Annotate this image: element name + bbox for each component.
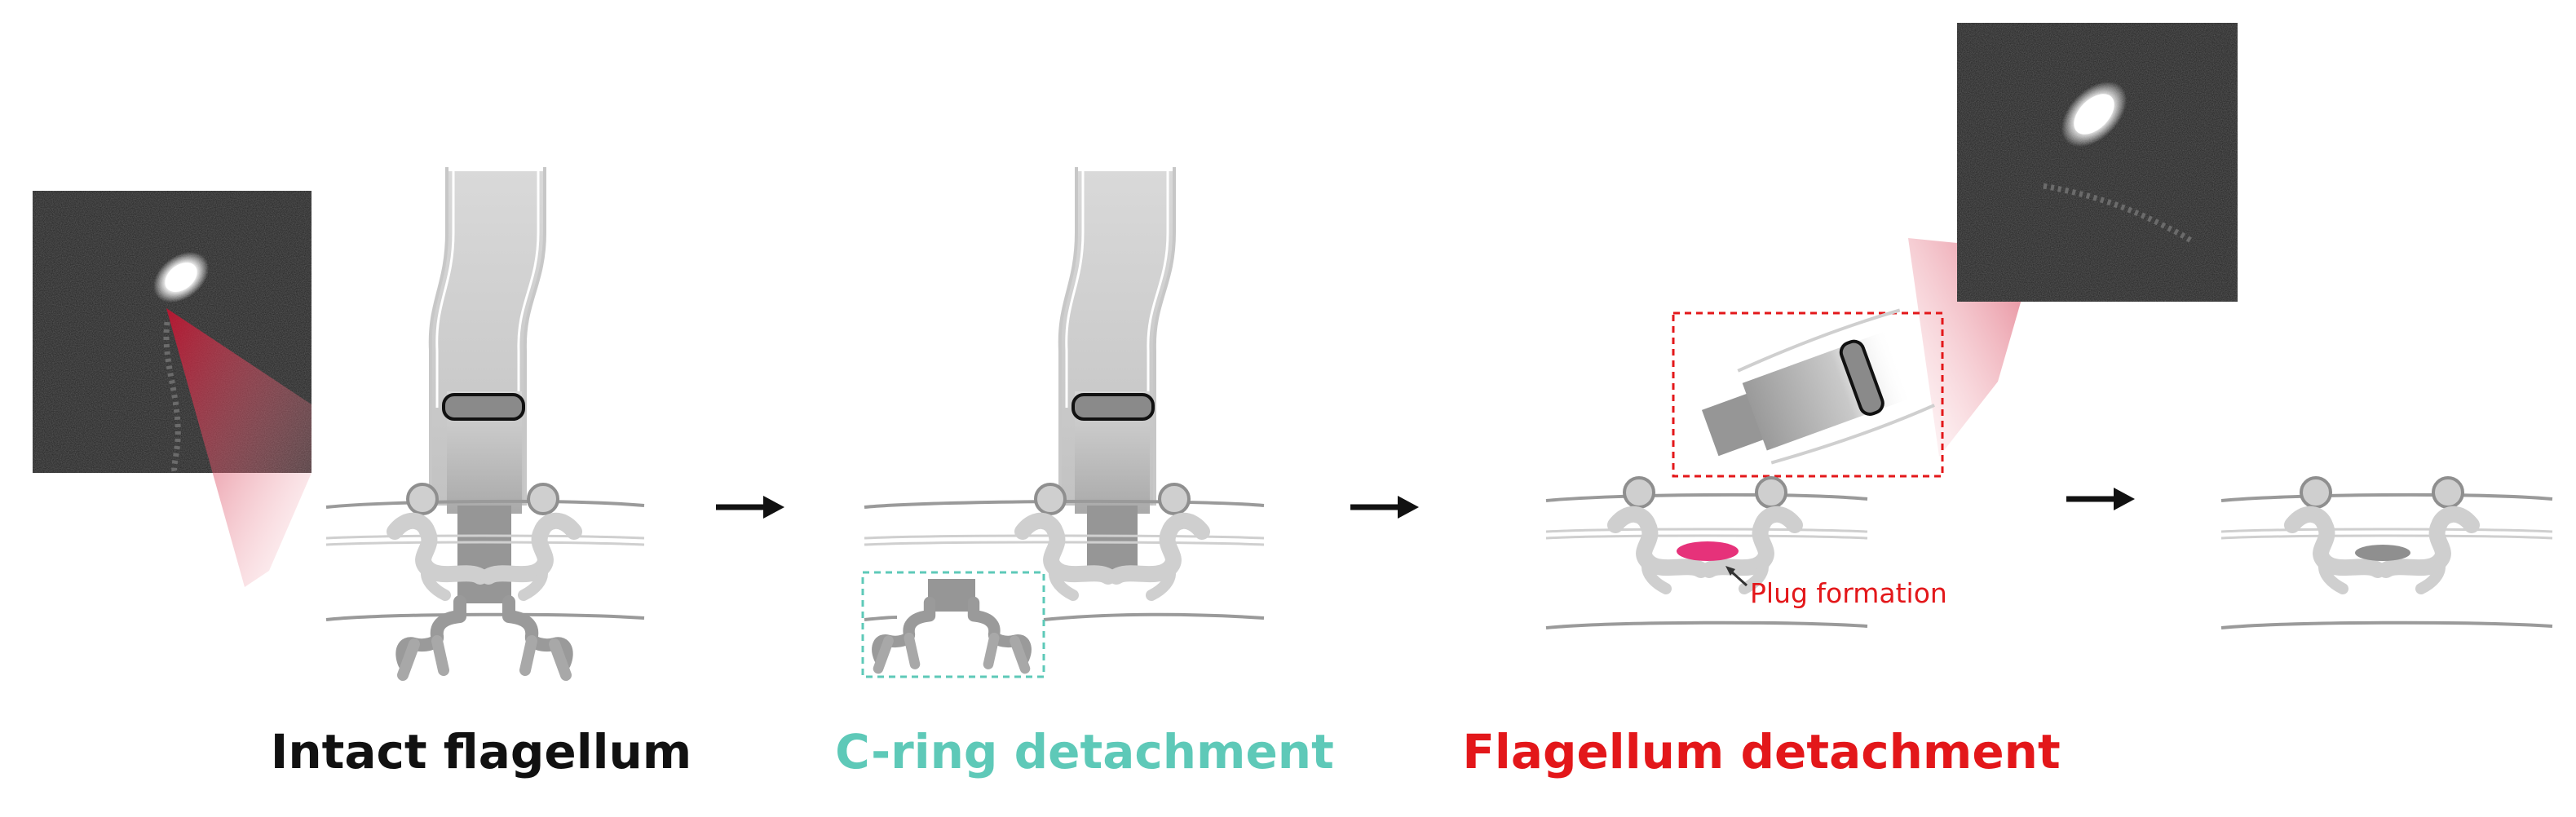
- c-ring-detached-box: [861, 571, 1045, 678]
- plug-pointer: [1729, 569, 1748, 587]
- right-arrow-icon: [2066, 488, 2135, 510]
- caption-flagellum-detachment: Flagellum detachment: [1462, 724, 2061, 779]
- caption-c-ring-detachment: C-ring detachment: [835, 724, 1334, 779]
- motor-plugged: [1545, 476, 1868, 629]
- plug-formation-label: Plug formation: [1750, 577, 1947, 609]
- plug: [1677, 541, 1739, 561]
- right-arrow-icon: [1350, 496, 1419, 519]
- beam-left: [166, 308, 312, 587]
- sealed-plug: [2355, 545, 2410, 561]
- motor-c-ring-detached: [864, 167, 1265, 621]
- micrograph-detached: [1957, 23, 2238, 302]
- caption-intact-flagellum: Intact flagellum: [270, 724, 692, 779]
- detached-flagellum-box: [1672, 308, 1944, 478]
- motor-sealed: [2220, 476, 2553, 629]
- motor-intact: [325, 167, 645, 675]
- micrograph-intact: [33, 191, 312, 473]
- right-arrow-icon: [716, 496, 784, 519]
